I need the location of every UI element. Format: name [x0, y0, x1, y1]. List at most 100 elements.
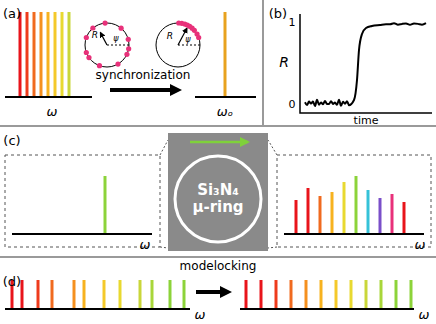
- spectral-line: [68, 12, 71, 96]
- spectral-line: [139, 280, 142, 308]
- panel-label: (d): [3, 275, 21, 288]
- process-label: synchronization: [96, 69, 191, 81]
- oscillator-dot: [86, 55, 91, 60]
- oscillator-dot: [196, 35, 201, 40]
- panel-label: (b): [269, 7, 287, 20]
- spectral-line: [410, 280, 413, 308]
- spectral-line: [47, 12, 50, 96]
- baseline: [5, 308, 190, 310]
- spectral-line: [343, 182, 346, 233]
- spectral-line: [260, 280, 263, 308]
- spectral-line: [305, 280, 308, 308]
- separator: [0, 256, 436, 258]
- spectral-line: [169, 280, 172, 308]
- propagation-arrow: [190, 141, 248, 144]
- spectral-line: [350, 280, 353, 308]
- spectral-line: [19, 12, 22, 96]
- zoom-leader: [160, 247, 168, 248]
- zoom-box: [277, 155, 431, 247]
- axis-label: time: [354, 115, 379, 126]
- spectral-line: [403, 202, 406, 233]
- separator: [262, 0, 264, 126]
- baseline: [240, 308, 414, 310]
- oscillator-dot: [115, 61, 120, 66]
- phase-circle: [156, 23, 200, 67]
- spectral-line: [224, 12, 227, 96]
- panel-label: (c): [3, 134, 20, 147]
- spectral-line: [73, 280, 76, 308]
- spectral-line: [295, 200, 298, 233]
- tick-label: 1: [289, 17, 296, 28]
- oscillator-dot: [84, 35, 89, 40]
- oscillator-dot: [124, 52, 129, 57]
- axis-label: ω: [419, 308, 430, 321]
- axis-label: ω: [195, 308, 206, 321]
- device-box: Si₃N₄ μ-ring: [168, 133, 268, 251]
- oscillator-dot: [102, 20, 107, 25]
- phase-circle: [85, 23, 129, 67]
- order-vector: [100, 33, 107, 45]
- spectral-line: [83, 280, 86, 308]
- panel-label: (a): [3, 7, 21, 20]
- oscillator-dot: [126, 37, 131, 42]
- oscillator-dot: [97, 63, 102, 68]
- spectral-line: [275, 280, 278, 308]
- spectral-line: [379, 198, 382, 233]
- spectral-line: [367, 190, 370, 233]
- axis: [300, 14, 432, 113]
- oscillator-dot: [176, 20, 181, 25]
- oscillator-dot: [119, 26, 124, 31]
- spectral-line: [51, 280, 54, 308]
- angle-label: ψ: [185, 36, 190, 44]
- transition-arrow: [110, 88, 176, 92]
- vector-label: R: [92, 31, 98, 40]
- spectral-line: [319, 196, 322, 233]
- axis-label: ω: [47, 105, 58, 118]
- spectral-line: [320, 280, 323, 308]
- zoom-leader: [268, 140, 277, 155]
- baseline: [5, 96, 92, 98]
- vector-label: R: [167, 32, 173, 41]
- spectral-line: [104, 176, 107, 233]
- spectral-line: [151, 280, 154, 308]
- spectral-line: [335, 280, 338, 308]
- angle-label: ψ: [113, 35, 118, 43]
- device-label: Si₃N₄ μ-ring: [186, 182, 250, 217]
- transition-arrow: [196, 290, 226, 294]
- reference-line: [107, 45, 129, 46]
- baseline: [12, 233, 152, 235]
- microring: [175, 156, 261, 242]
- order-parameter-curve: [305, 23, 426, 106]
- process-label: modelocking: [176, 260, 261, 272]
- oscillator-dot: [84, 50, 89, 55]
- spectral-line: [365, 280, 368, 308]
- baseline: [195, 96, 256, 98]
- zoom-box: [5, 155, 160, 247]
- tick-label: 0: [289, 99, 296, 110]
- spectral-line: [391, 194, 394, 233]
- axis-label: ω: [140, 238, 151, 251]
- spectral-line: [103, 280, 106, 308]
- spectral-line: [245, 280, 248, 308]
- spectral-line: [37, 280, 40, 308]
- reference-line: [178, 45, 200, 46]
- spectral-line: [355, 176, 358, 233]
- spectral-line: [61, 12, 64, 96]
- spectral-line: [395, 280, 398, 308]
- zoom-leader: [160, 140, 168, 155]
- zoom-leader: [268, 247, 277, 248]
- spectral-line: [119, 280, 122, 308]
- spectral-line: [54, 12, 57, 96]
- spectral-line: [33, 12, 36, 96]
- oscillator-dot: [126, 46, 131, 51]
- axis-label: ωₒ: [217, 105, 233, 118]
- spectral-line: [290, 280, 293, 308]
- spectral-line: [40, 12, 43, 96]
- spectral-line: [307, 188, 310, 233]
- axis-label: ω: [415, 238, 426, 251]
- spectral-line: [26, 12, 29, 96]
- baseline: [284, 233, 424, 235]
- spectral-line: [331, 192, 334, 233]
- axis-label: R: [279, 55, 289, 69]
- spectral-line: [183, 280, 186, 308]
